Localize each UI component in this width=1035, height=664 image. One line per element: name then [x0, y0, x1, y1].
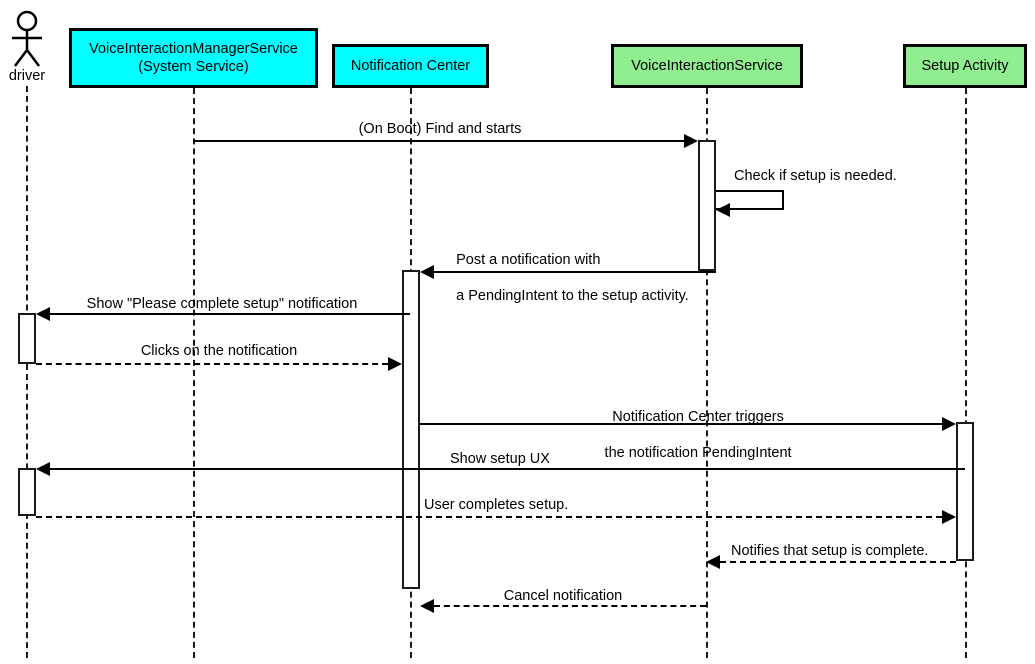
- lifeline-vims: [193, 88, 195, 658]
- arrowhead-check-if-setup-is-needed: [716, 203, 730, 217]
- arrowhead-post-a-notification: [420, 265, 434, 279]
- message-line-cancel-notification: [434, 605, 706, 607]
- activation-voiceinteractionservice-boot: [698, 140, 716, 271]
- message-label-post-a-notification-line2: a PendingIntent to the setup activity.: [456, 288, 689, 305]
- arrowhead-on-boot-find-and-starts: [684, 134, 698, 148]
- message-label-cancel-notification: Cancel notification: [503, 588, 623, 604]
- message-line-user-completes-setup: [36, 516, 942, 518]
- message-line-show-setup-ux: [50, 468, 965, 470]
- message-selfcall-check-if-setup-is-needed: [716, 190, 784, 210]
- message-label-check-if-setup-is-needed: Check if setup is needed.: [734, 168, 897, 184]
- lifeline-voiceinteractionservice: [706, 88, 708, 658]
- arrowhead-cancel-notification: [420, 599, 434, 613]
- message-label-post-a-notification-line1: Post a notification with: [456, 252, 601, 269]
- actor-driver-figure: [6, 10, 48, 68]
- activation-notification-center: [402, 270, 420, 589]
- message-label-on-boot-find-and-starts: (On Boot) Find and starts: [358, 121, 522, 137]
- lifeline-setup-activity: [965, 88, 967, 658]
- actor-driver-label: driver: [8, 68, 46, 84]
- message-label-notifies-setup-complete: Notifies that setup is complete.: [731, 543, 929, 559]
- arrowhead-notifies-setup-complete: [706, 555, 720, 569]
- participant-label-vims: VoiceInteractionManagerService (System S…: [89, 40, 298, 75]
- participant-label-notification-center: Notification Center: [350, 57, 471, 74]
- activation-driver-notification: [18, 313, 36, 364]
- message-label-user-completes-setup: User completes setup.: [424, 497, 569, 513]
- activation-setup-activity: [956, 422, 974, 561]
- message-line-notifies-setup-complete: [720, 561, 956, 563]
- participant-box-vims[interactable]: VoiceInteractionManagerService (System S…: [69, 28, 318, 88]
- message-line-on-boot-find-and-starts: [193, 140, 684, 142]
- arrowhead-show-please-complete-setup: [36, 307, 50, 321]
- participant-label-setup-activity: Setup Activity: [921, 57, 1009, 74]
- message-label-notification-center-triggers: Notification Center triggers the notific…: [588, 390, 792, 481]
- message-label-show-setup-ux: Show setup UX: [450, 451, 550, 467]
- arrowhead-user-completes-setup: [942, 510, 956, 524]
- activation-driver-setup: [18, 468, 36, 516]
- message-label-notification-center-triggers-line2: the notification PendingIntent: [604, 445, 792, 462]
- participant-box-notification-center[interactable]: Notification Center: [332, 44, 489, 88]
- participant-label-voiceinteractionservice: VoiceInteractionService: [631, 57, 783, 74]
- message-line-post-a-notification: [434, 271, 716, 273]
- participant-box-setup-activity[interactable]: Setup Activity: [903, 44, 1027, 88]
- arrowhead-show-setup-ux: [36, 462, 50, 476]
- message-line-notification-center-triggers: [420, 423, 942, 425]
- message-line-show-please-complete-setup: [50, 313, 410, 315]
- message-line-clicks-on-the-notification: [36, 363, 388, 365]
- message-label-post-a-notification: Post a notification with a PendingIntent…: [440, 233, 689, 324]
- lifeline-driver: [26, 86, 28, 658]
- arrowhead-clicks-on-the-notification: [388, 357, 402, 371]
- participant-box-voiceinteractionservice[interactable]: VoiceInteractionService: [611, 44, 803, 88]
- message-label-clicks-on-the-notification: Clicks on the notification: [140, 343, 298, 359]
- message-label-show-please-complete-setup: Show "Please complete setup" notificatio…: [86, 296, 358, 312]
- message-label-notification-center-triggers-line1: Notification Center triggers: [612, 409, 784, 426]
- arrowhead-notification-center-triggers: [942, 417, 956, 431]
